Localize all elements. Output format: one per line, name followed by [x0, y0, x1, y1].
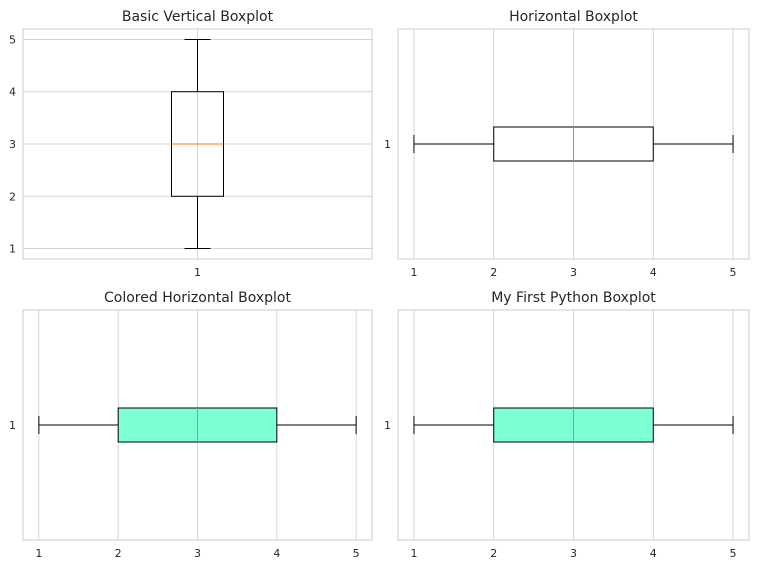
- x-tick-label: 1: [410, 266, 417, 279]
- y-tick-label: 4: [9, 86, 16, 99]
- x-tick-label: 4: [650, 266, 657, 279]
- plot-frame: [22, 28, 373, 260]
- y-tick-label: 5: [9, 33, 16, 46]
- x-tick-label: 2: [490, 266, 497, 279]
- x-tick-label: 2: [490, 547, 497, 560]
- plot-frame: [22, 309, 373, 541]
- subplot-title: My First Python Boxplot: [491, 290, 656, 306]
- subplot-title: Colored Horizontal Boxplot: [104, 290, 291, 306]
- y-tick-label: 1: [384, 419, 391, 432]
- subplot-title: Horizontal Boxplot: [509, 9, 638, 25]
- y-tick-label: 2: [9, 190, 16, 203]
- x-tick-label: 5: [730, 547, 737, 560]
- plot-frame: [397, 309, 750, 541]
- subplot-2: Horizontal Boxplot 1 2 3 4 5 1: [384, 9, 750, 279]
- y-tick-label: 1: [9, 243, 16, 256]
- x-tick-label: 3: [194, 547, 201, 560]
- x-tick-label: 1: [410, 547, 417, 560]
- x-tick-label: 3: [570, 547, 577, 560]
- y-tick-label: 1: [384, 138, 391, 151]
- x-tick-label: 5: [353, 547, 360, 560]
- subplot-1: Basic Vertical Boxplot 1 2 3 4 5 1: [9, 9, 373, 279]
- y-tick-label: 3: [9, 138, 16, 151]
- subplot-title: Basic Vertical Boxplot: [122, 9, 274, 25]
- x-tick-label: 4: [650, 547, 657, 560]
- x-tick-label: 3: [570, 266, 577, 279]
- x-tick-label: 1: [194, 266, 201, 279]
- subplot-4: My First Python Boxplot 1 2 3 4 5 1: [384, 290, 750, 560]
- x-tick-label: 5: [730, 266, 737, 279]
- x-tick-label: 1: [35, 547, 42, 560]
- x-tick-label: 4: [273, 547, 280, 560]
- x-tick-label: 2: [115, 547, 122, 560]
- subplot-3: Colored Horizontal Boxplot 1 2 3 4 5 1: [9, 290, 373, 560]
- plot-frame: [397, 28, 750, 260]
- y-tick-label: 1: [9, 419, 16, 432]
